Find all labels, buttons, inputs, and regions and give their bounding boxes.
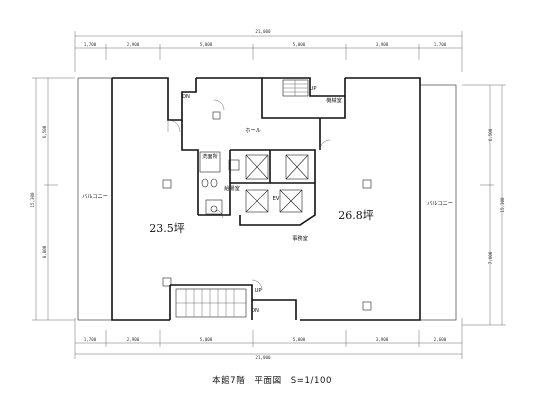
bottom-dimension-3: 5,000: [200, 337, 213, 342]
top-dimension-4: 5,000: [293, 42, 306, 47]
drawing-caption: 本館7階 平面図 S=1/100: [212, 375, 332, 386]
left-total-dimension: 15,300: [30, 192, 35, 208]
fixtures: [199, 151, 240, 215]
columns: [162, 111, 372, 311]
top-dimensions: 21,000 1,700 2,900 5,000 5,000 3,900 1,7…: [74, 29, 463, 72]
label-office: 事務室: [292, 234, 308, 242]
label-down-top: DN: [182, 94, 190, 100]
label-balcony-left: バルコニー: [82, 193, 108, 200]
bottom-dimension-5: 3,900: [376, 337, 389, 342]
top-stair: [282, 79, 309, 97]
top-dimension-2: 2,900: [127, 42, 140, 47]
left-dimension-1: 6,500: [42, 125, 47, 138]
bottom-dimension-4: 5,000: [293, 337, 306, 342]
left-dimension-2: 8,800: [42, 245, 47, 258]
top-dimension-3: 5,000: [200, 42, 213, 47]
right-dimension-2: 7,600: [488, 251, 493, 264]
label-kitchenette: 給湯室: [224, 184, 240, 192]
bottom-dimension-6: 2,600: [434, 337, 447, 342]
bottom-dimensions: 1,700 2,900 5,000 5,000 3,900 2,600 21,0…: [74, 318, 463, 360]
top-dimension-1: 1,700: [84, 42, 97, 47]
top-dimension-5: 3,900: [376, 42, 389, 47]
bottom-dimension-2: 2,900: [127, 337, 140, 342]
bottom-stair: [175, 288, 247, 318]
top-dimension-6: 1,700: [434, 42, 447, 47]
area-annotation-right: 26.8坪: [338, 209, 374, 222]
label-up-top: UP: [310, 86, 317, 92]
door-swings: [167, 99, 331, 291]
label-down-bottom: DN: [251, 308, 259, 314]
label-balcony-right: バルコニー: [427, 200, 453, 207]
right-dimension-1: 6,500: [488, 128, 493, 141]
label-machine-room: 機械室: [326, 96, 342, 104]
label-elevator: EV: [273, 196, 280, 202]
bottom-total-dimension: 21,000: [255, 355, 271, 360]
area-annotation-left: 23.5坪: [149, 222, 185, 235]
right-dimensions: 6,500 7,600 15,300: [462, 84, 506, 326]
core-walls: [181, 96, 346, 226]
left-dimensions: 15,300 6,500 8,800: [30, 77, 75, 321]
right-total-dimension: 15,300: [500, 197, 505, 213]
label-up-bottom: UP: [255, 288, 262, 294]
outer-walls: [77, 77, 457, 321]
label-lavatory: 洗面所: [202, 152, 218, 160]
label-hall: ホール: [245, 127, 261, 134]
bottom-dimension-1: 1,700: [84, 337, 97, 342]
top-total-dimension: 21,000: [255, 29, 271, 34]
elevator-shafts: [245, 154, 309, 213]
